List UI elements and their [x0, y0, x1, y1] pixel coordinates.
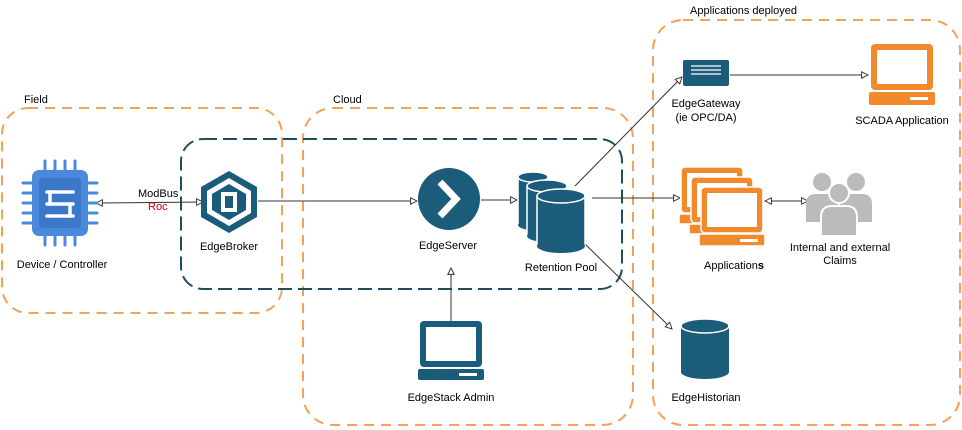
scada-label: SCADA Application: [855, 115, 949, 127]
zone-field-label: Field: [24, 94, 48, 106]
claims-label-line1: Internal and external: [790, 242, 890, 254]
modbus-label: ModBus: [138, 188, 179, 200]
roc-label: Roc: [148, 201, 168, 213]
zone-applications-label: Applications deployed: [690, 5, 797, 17]
connectors: [96, 75, 868, 329]
edge-device-broker: [96, 202, 203, 203]
server-label: EdgeServer: [419, 240, 477, 252]
gateway-label-line1: EdgeGateway: [671, 98, 741, 110]
database-icon: [680, 318, 730, 379]
pool-label: Retention Pool: [525, 262, 597, 274]
applications-label: Applications: [704, 260, 764, 272]
monitor-icon: [418, 321, 484, 380]
zone-field: Field: [1, 94, 283, 314]
monitor-icon: [869, 44, 935, 105]
applications-label-suffix: s: [758, 260, 764, 272]
edge-pool-gateway: [574, 77, 682, 187]
stacked-monitors-icon: [678, 166, 766, 247]
zone-cloud-label: Cloud: [333, 94, 362, 106]
core-boundary: [180, 138, 623, 290]
chip-icon: [21, 159, 99, 247]
historian-label: EdgeHistorian: [671, 392, 740, 404]
gateway-label-line2: (ie OPC/DA): [675, 112, 736, 124]
admin-label: EdgeStack Admin: [408, 392, 495, 404]
device-label: Device / Controller: [17, 259, 108, 271]
chevron-circle-icon: [418, 168, 480, 230]
edge-pool-historian: [584, 243, 672, 329]
zone-cloud: Cloud: [302, 94, 634, 426]
gateway-device-icon: [683, 60, 729, 86]
zone-applications: Applications deployed: [652, 5, 961, 426]
applications-label-main: Application: [704, 260, 758, 272]
claims-label-line2: Claims: [823, 255, 857, 267]
database-stack-icon: [517, 171, 586, 253]
broker-icon: [201, 171, 257, 233]
user-group-icon: [806, 173, 872, 237]
broker-label: EdgeBroker: [200, 241, 258, 253]
